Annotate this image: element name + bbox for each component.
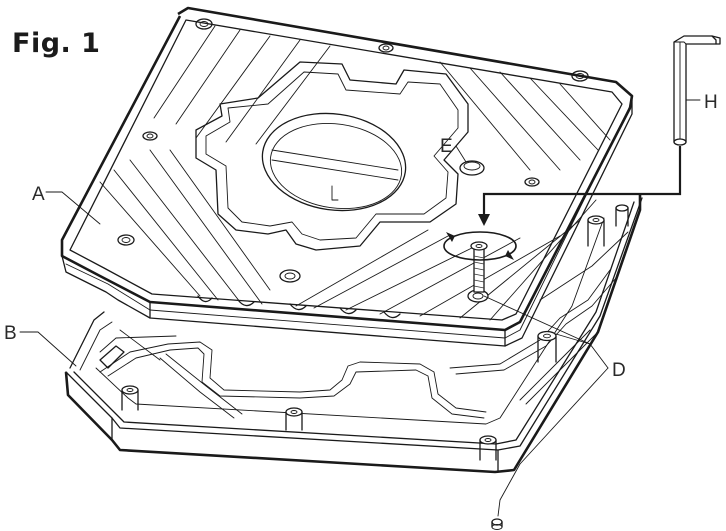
tray-post-back-inner <box>615 204 629 227</box>
mounting-hole-upper-left <box>142 131 158 141</box>
mounting-hole-front <box>279 269 301 283</box>
tray-post-left <box>121 385 139 411</box>
allen-key <box>673 35 721 146</box>
nut <box>491 518 503 530</box>
mounting-hole-top-right <box>571 70 589 82</box>
lower-base-tray <box>64 195 643 474</box>
label-d: D <box>612 360 626 381</box>
label-h: H <box>704 92 718 113</box>
mounting-hole-right <box>524 177 540 187</box>
upper-mounting-plate <box>60 6 634 347</box>
locating-pin-e <box>459 160 485 176</box>
tray-post-right-mid <box>537 330 557 363</box>
screw-hole-plate <box>467 289 489 303</box>
tray-post-right-back <box>587 215 605 247</box>
label-e: E <box>440 136 453 157</box>
mounting-hole-top <box>195 18 213 30</box>
rotation-arrow <box>443 231 517 261</box>
tray-post-right-front <box>479 435 497 461</box>
callout-leaders <box>19 99 701 517</box>
tray-post-center <box>285 407 303 431</box>
insertion-arrow <box>478 146 682 226</box>
central-cable-hole <box>261 112 407 212</box>
label-b: B <box>4 323 17 344</box>
label-a: A <box>32 184 45 205</box>
mounting-hole-left <box>117 234 135 246</box>
mounting-hole-upper-center <box>378 43 394 53</box>
screw <box>470 241 488 293</box>
figure-title: Fig. 1 <box>12 28 101 59</box>
